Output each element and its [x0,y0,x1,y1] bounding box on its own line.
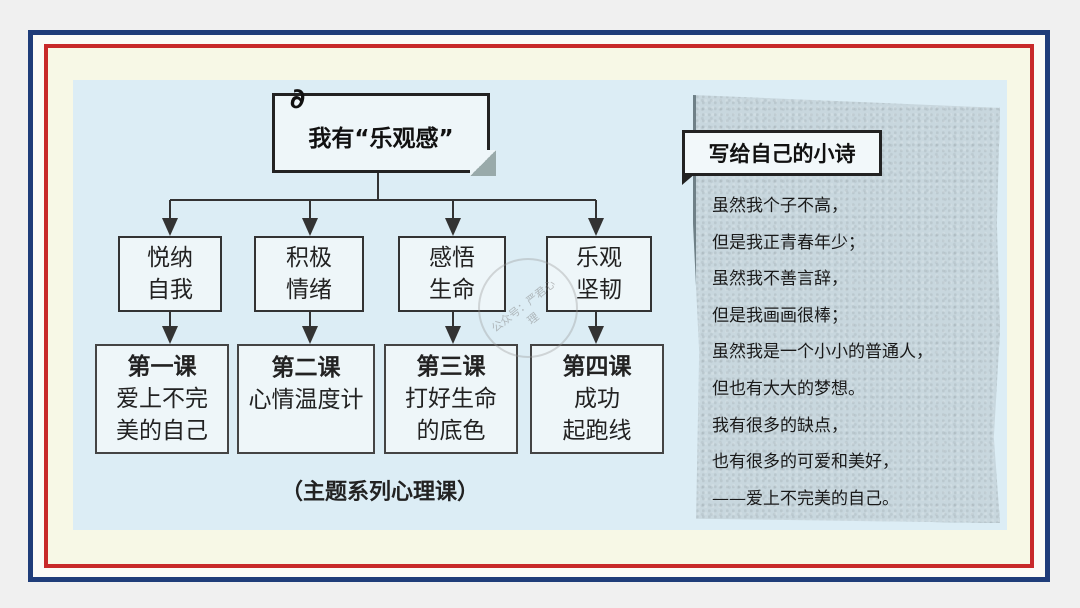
topic-line: 感悟 [429,245,475,271]
poem-title: 写给自己的小诗 [708,142,856,166]
poem-line: 虽然我是一个小小的普通人， [712,342,933,363]
lesson-title-line: 的底色 [416,418,486,444]
paper-clip-icon: ∂ [290,82,306,115]
topic-box-2: 积极 情绪 [254,236,364,312]
lesson-label: 第一课 [127,354,197,380]
topic-box-1: 悦纳 自我 [118,236,222,312]
lesson-title-line: 打好生命 [405,386,497,412]
topic-line: 自我 [147,277,193,303]
lesson-title-line: 美的自己 [116,418,208,444]
chart-title-box: 我有“乐观感” [272,93,490,173]
lesson-box-1: 第一课 爱上不完 美的自己 [95,344,229,454]
poem-title-box: 写给自己的小诗 [682,130,882,176]
watermark-stamp: 公众号：严君心理 [478,258,578,358]
lesson-title-line: 心情温度计 [248,387,364,413]
diagram-caption: （主题系列心理课） [280,480,479,505]
lesson-title-line: 爱上不完 [116,386,208,412]
poem-title-tail [682,173,696,185]
topic-line: 悦纳 [147,245,193,271]
poem-line: 虽然我不善言辞， [712,269,848,290]
poem-line: 我有很多的缺点， [712,415,848,436]
topic-line: 生命 [429,277,475,303]
lesson-box-4: 第四课 成功 起跑线 [530,344,664,454]
poem-line: 但也有大大的梦想。 [712,378,865,399]
lesson-title-line: 成功 [574,386,620,412]
lesson-title-line: 起跑线 [562,418,632,444]
poem-line: 也有很多的可爱和美好， [712,452,899,473]
poem-line: 但是我画画很棒； [712,305,848,326]
poem-line: 虽然我个子不高， [712,196,848,216]
lesson-label: 第四课 [562,354,632,380]
poem-lines: 虽然我个子不高， 但是我正青春年少； 虽然我不善言辞， 但是我画画很棒； 虽然我… [712,188,1002,517]
title-page-fold [470,150,496,176]
topic-line: 积极 [286,245,332,271]
lesson-label: 第三课 [416,354,486,380]
lesson-box-2: 第二课 心情温度计 [237,344,375,454]
topic-line: 坚韧 [576,277,622,303]
topic-box-3: 感悟 生命 [398,236,506,312]
lesson-box-3: 第三课 打好生命 的底色 [384,344,518,454]
poem-line: 但是我正青春年少； [712,232,865,253]
watermark-text: 公众号：严君心理 [489,277,558,335]
poem-line: ——爱上不完美的自己。 [712,488,899,509]
chart-title: 我有“乐观感” [308,126,454,152]
topic-line: 乐观 [576,245,622,271]
lesson-label: 第二课 [271,355,341,381]
topic-line: 情绪 [286,277,332,303]
